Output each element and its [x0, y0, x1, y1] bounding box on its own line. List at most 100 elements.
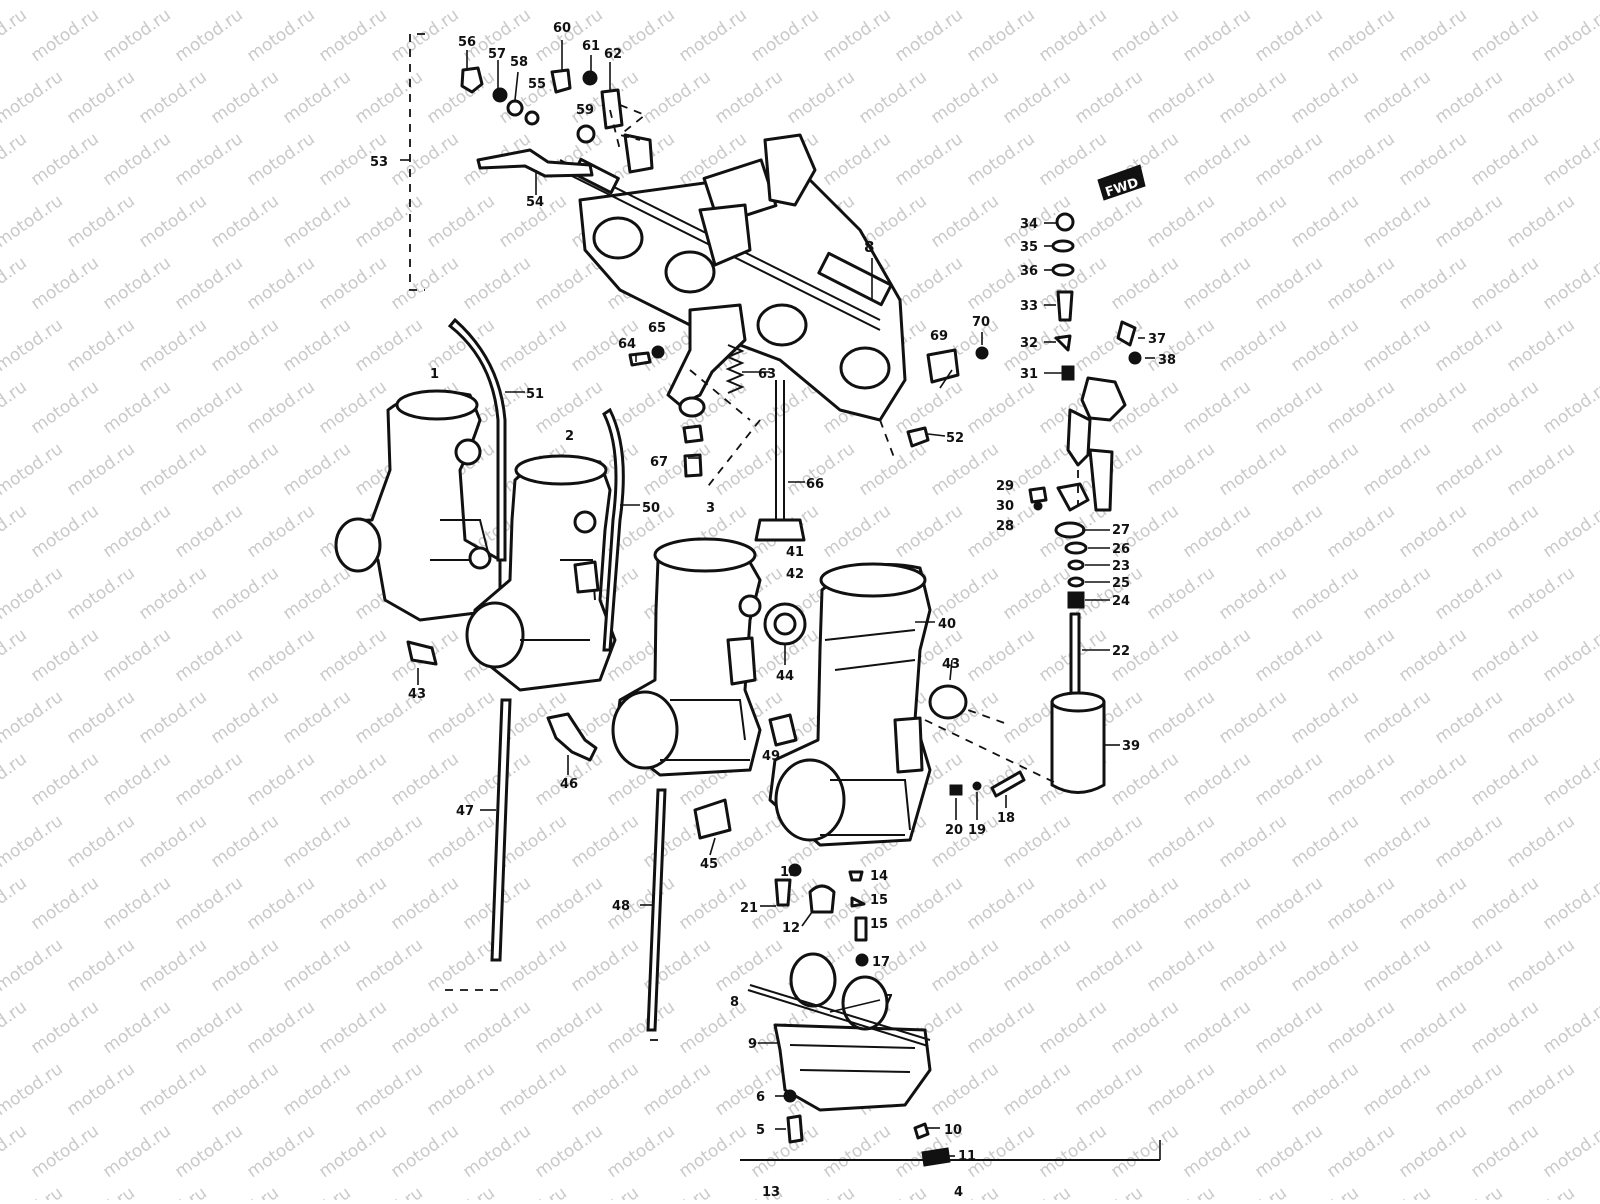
watermark-text: motod.ru — [1071, 811, 1146, 872]
watermark-text: motod.ru — [927, 811, 1002, 872]
callout-30: 30 — [996, 499, 1014, 514]
watermark-text: motod.ru — [0, 0, 67, 4]
callout-20: 20 — [945, 823, 963, 838]
watermark-text: motod.ru — [675, 1121, 750, 1182]
callout-35: 35 — [1020, 240, 1038, 255]
watermark-text: motod.ru — [63, 935, 138, 996]
watermark-text: motod.ru — [279, 563, 354, 624]
callout-49: 49 — [762, 749, 780, 764]
watermark-text: motod.ru — [711, 67, 786, 128]
callout-56: 56 — [458, 35, 476, 50]
callout-2: 2 — [565, 429, 574, 444]
watermark-text: motod.ru — [891, 253, 966, 314]
watermark-text: motod.ru — [927, 67, 1002, 128]
watermark-text: motod.ru — [1359, 935, 1434, 996]
watermark-text: motod.ru — [1071, 1059, 1146, 1120]
watermark-text: motod.ru — [927, 0, 1002, 4]
fitting-49 — [768, 713, 798, 747]
watermark-text: motod.ru — [675, 997, 750, 1058]
watermark-text: motod.ru — [171, 5, 246, 66]
watermark-text: motod.ru — [1359, 563, 1434, 624]
watermark-text: motod.ru — [1395, 1121, 1470, 1182]
watermark-text: motod.ru — [0, 129, 31, 190]
watermark-text: motod.ru — [315, 997, 390, 1058]
watermark-text: motod.ru — [1251, 5, 1326, 66]
watermark-text: motod.ru — [1539, 873, 1600, 934]
watermark-text: motod.ru — [315, 625, 390, 686]
watermark-text: motod.ru — [207, 439, 282, 500]
watermark-text: motod.ru — [27, 1121, 102, 1182]
callout-26: 26 — [1112, 542, 1130, 557]
watermark-text: motod.ru — [1287, 191, 1362, 252]
watermark-text: motod.ru — [711, 1059, 786, 1120]
callout-31: 31 — [1020, 367, 1038, 382]
watermark-text: motod.ru — [99, 749, 174, 810]
watermark-text: motod.ru — [1467, 749, 1542, 810]
watermark-text: motod.ru — [0, 501, 31, 562]
watermark-text: motod.ru — [1143, 67, 1218, 128]
watermark-text: motod.ru — [243, 1121, 318, 1182]
watermark-text: motod.ru — [387, 749, 462, 810]
callout-6: 6 — [756, 1090, 765, 1105]
watermark-text: motod.ru — [1323, 253, 1398, 314]
throttle-stop-bracket-63 — [628, 303, 747, 418]
callout-62: 62 — [604, 47, 622, 62]
watermark-text: motod.ru — [855, 439, 930, 500]
watermark-text: motod.ru — [351, 315, 426, 376]
watermark-text: motod.ru — [603, 997, 678, 1058]
watermark-text: motod.ru — [711, 0, 786, 4]
watermark-text: motod.ru — [0, 811, 67, 872]
watermark-text: motod.ru — [0, 749, 31, 810]
watermark-text: motod.ru — [1503, 935, 1578, 996]
watermark-text: motod.ru — [1179, 5, 1254, 66]
watermark-text: motod.ru — [927, 439, 1002, 500]
watermark-text: motod.ru — [1395, 873, 1470, 934]
callout-27: 27 — [1112, 523, 1130, 538]
watermark-text: motod.ru — [0, 625, 31, 686]
watermark-text: motod.ru — [0, 935, 67, 996]
callout-labels: 56 57 58 55 60 61 62 59 53 54 8 34 35 36… — [370, 21, 1176, 1200]
callout-43-left: 43 — [408, 687, 426, 702]
watermark-text: motod.ru — [1359, 315, 1434, 376]
callout-51: 51 — [526, 387, 544, 402]
watermark-text: motod.ru — [819, 129, 894, 190]
watermark-text: motod.ru — [27, 5, 102, 66]
callout-44: 44 — [776, 669, 794, 684]
watermark-text: motod.ru — [495, 1183, 570, 1200]
watermark-text: motod.ru — [0, 315, 67, 376]
watermark-text: motod.ru — [639, 1059, 714, 1120]
watermark-text: motod.ru — [1287, 687, 1362, 748]
watermark-text: motod.ru — [243, 749, 318, 810]
callout-12: 12 — [782, 921, 800, 936]
callout-58: 58 — [510, 55, 528, 70]
watermark-text: motod.ru — [1287, 0, 1362, 4]
callout-15a: 15 — [870, 893, 888, 908]
watermark-text: motod.ru — [819, 501, 894, 562]
watermark-text: motod.ru — [927, 935, 1002, 996]
watermark-text: motod.ru — [891, 5, 966, 66]
watermark-text: motod.ru — [1143, 1059, 1218, 1120]
watermark-text: motod.ru — [1143, 0, 1218, 4]
watermark-text: motod.ru — [1431, 315, 1506, 376]
watermark-text: motod.ru — [243, 5, 318, 66]
watermark-text: motod.ru — [63, 439, 138, 500]
watermark-text: motod.ru — [1431, 439, 1506, 500]
callout-34: 34 — [1020, 217, 1038, 232]
watermark-text: motod.ru — [1431, 191, 1506, 252]
callout-33: 33 — [1020, 299, 1038, 314]
bracket-53 — [409, 33, 425, 291]
watermark-text: motod.ru — [1215, 1059, 1290, 1120]
watermark-text: motod.ru — [243, 377, 318, 438]
watermark-text: motod.ru — [1143, 935, 1218, 996]
watermark-text: motod.ru — [963, 377, 1038, 438]
watermark-text: motod.ru — [135, 439, 210, 500]
watermark-text: motod.ru — [1395, 377, 1470, 438]
watermark-text: motod.ru — [1323, 1121, 1398, 1182]
choke-parts — [1028, 212, 1142, 539]
watermark-text: motod.ru — [279, 0, 354, 4]
watermark-text: motod.ru — [315, 873, 390, 934]
watermark-text: motod.ru — [1539, 501, 1600, 562]
watermark-text: motod.ru — [1179, 997, 1254, 1058]
callout-24: 24 — [1112, 594, 1130, 609]
watermark-text: motod.ru — [567, 1059, 642, 1120]
